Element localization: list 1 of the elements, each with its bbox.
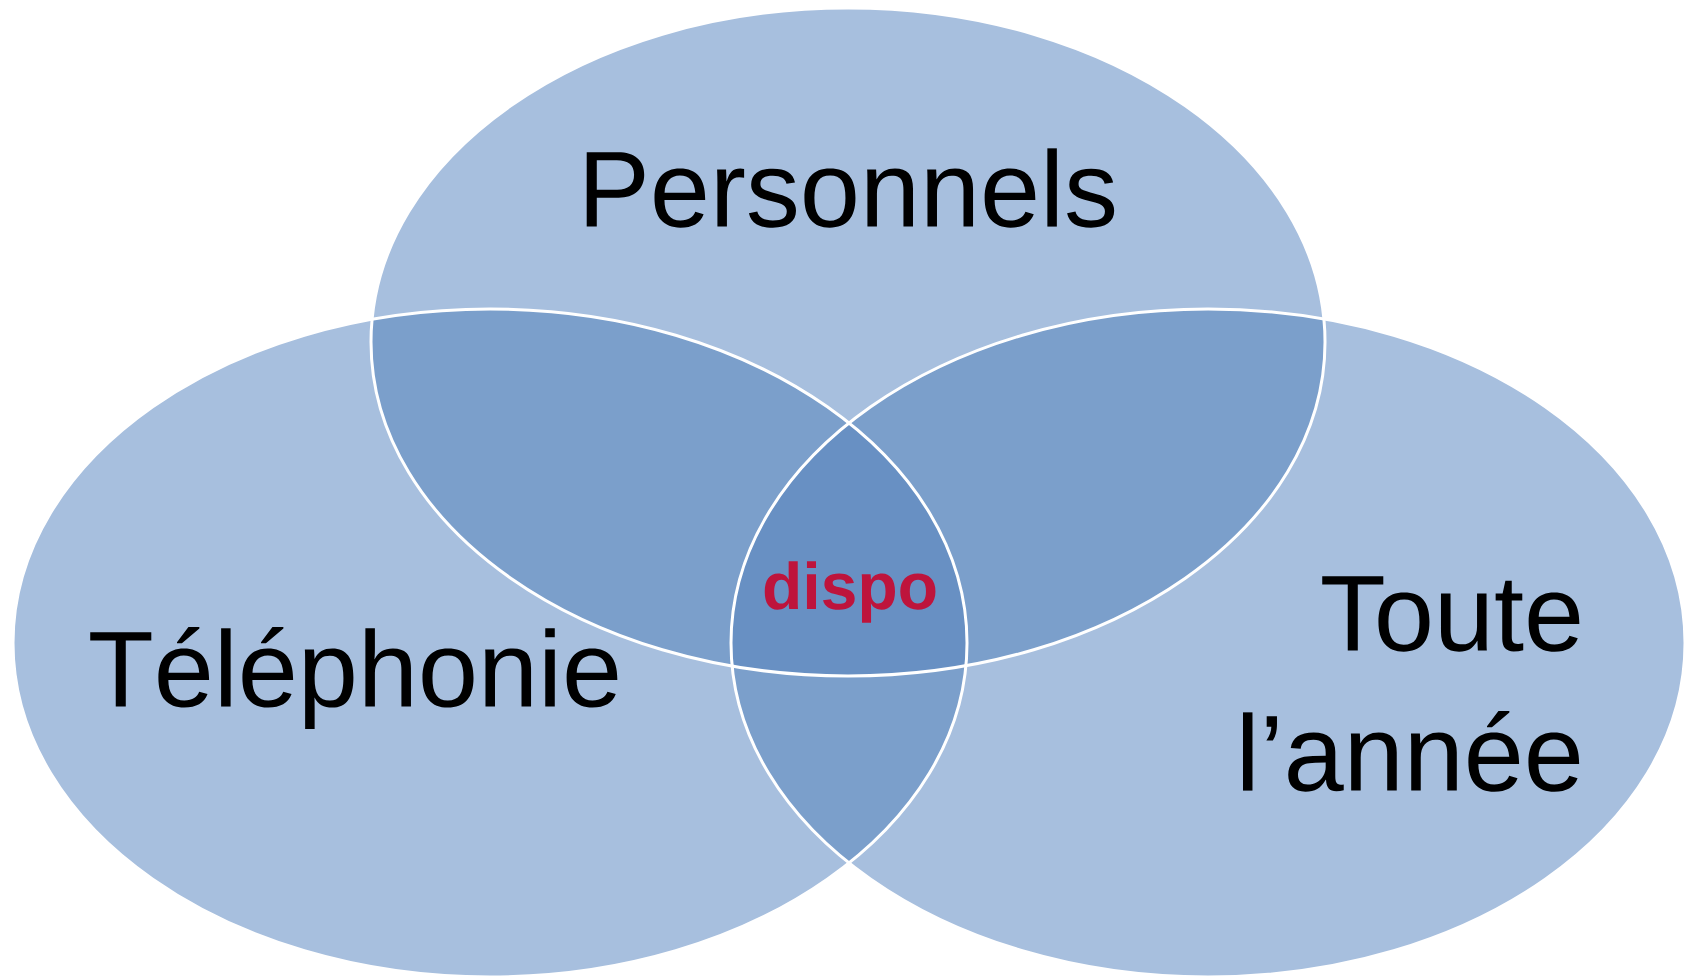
center-label: dispo — [764, 561, 936, 623]
